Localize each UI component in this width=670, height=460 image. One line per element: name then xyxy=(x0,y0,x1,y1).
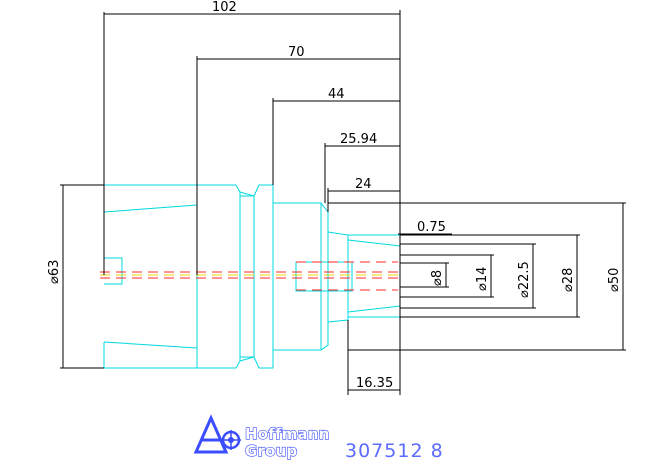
logo-line-1: Hoffmann xyxy=(245,425,330,443)
part-outline xyxy=(103,184,401,369)
dim-diameter-63: ⌀63 xyxy=(47,260,62,284)
dim-length-44: 44 xyxy=(328,87,345,102)
logo-line-2: Group xyxy=(245,442,297,460)
nut-body xyxy=(103,184,198,369)
dim-length-1635: 16.35 xyxy=(356,376,393,391)
dimension-lines xyxy=(60,10,626,395)
centerline xyxy=(100,261,400,291)
dim-diameter-14: ⌀14 xyxy=(475,267,490,291)
part-number: 307512 8 xyxy=(345,440,444,460)
hoffmann-group-logo: Hoffmann Group xyxy=(193,414,330,460)
dim-length-075: 0.75 xyxy=(417,220,446,235)
logo-mark-icon xyxy=(193,414,241,454)
dim-length-70: 70 xyxy=(288,45,305,60)
dim-length-24: 24 xyxy=(355,177,372,192)
nut-slot xyxy=(104,257,123,285)
dim-length-2594: 25.94 xyxy=(340,132,377,147)
dim-diameter-225: ⌀22.5 xyxy=(517,261,532,298)
dim-diameter-28: ⌀28 xyxy=(561,268,576,292)
dim-diameter-8: ⌀8 xyxy=(430,270,445,286)
dim-diameter-50: ⌀50 xyxy=(607,268,622,292)
dim-length-102: 102 xyxy=(212,0,237,15)
dimension-labels: 102 70 44 25.94 24 0.75 16.35 ⌀63 ⌀8 ⌀14… xyxy=(47,0,622,391)
